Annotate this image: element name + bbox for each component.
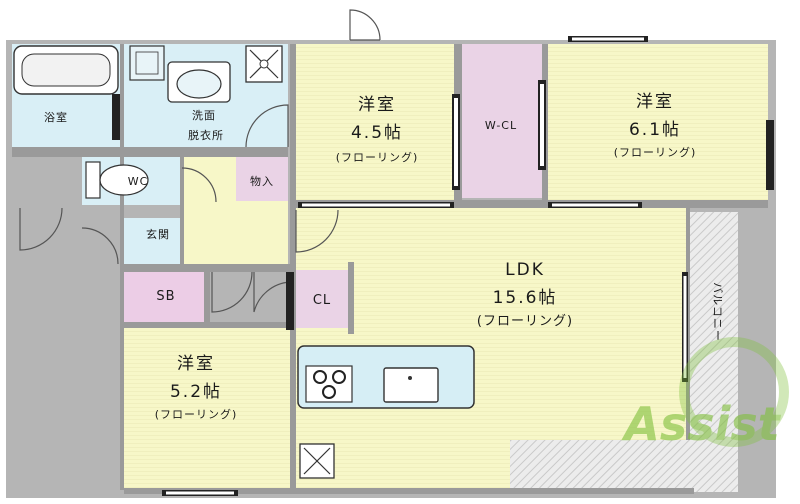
entrance-label: 玄関 [146, 227, 170, 241]
room-4-5-area [296, 44, 454, 202]
room-4-5-name: 洋室 [358, 95, 396, 115]
bathtub-icon [13, 45, 119, 95]
room-6-1-size: 6.1帖 [629, 120, 681, 140]
storage-area [236, 157, 288, 201]
ldk-name: LDK [505, 260, 545, 280]
wcl-area [462, 44, 542, 198]
watermark-text: Assist [621, 397, 782, 451]
balcony-label: バルコニー [711, 282, 724, 342]
storage-label: 物入 [250, 174, 274, 188]
room-5-2-area [124, 328, 290, 490]
ldk-size: 15.6帖 [493, 288, 558, 308]
porch-area [12, 150, 82, 208]
washer-pan-icon [129, 45, 165, 81]
sb-label: SB [156, 289, 175, 304]
balcony-lower-area [510, 440, 738, 492]
cl-area [296, 270, 348, 328]
vent-fan-icon [245, 45, 283, 83]
windows [112, 36, 774, 496]
room-6-1-area [548, 44, 768, 202]
ldk-floor: (フローリング) [477, 314, 573, 329]
kitchen-vent-icon [299, 443, 335, 479]
washroom-label-1: 洗面 [192, 109, 216, 122]
wcl-label: W-CL [485, 119, 517, 132]
toilet-icon [85, 161, 149, 199]
wc-label: WC [128, 175, 149, 188]
room-6-1-floor: (フローリング) [614, 145, 697, 159]
cl-label: CL [313, 293, 331, 308]
washbasin-icon [167, 61, 231, 103]
room-5-2-floor: (フローリング) [155, 407, 238, 421]
room-4-5-floor: (フローリング) [336, 150, 419, 164]
sink-icon [383, 367, 439, 403]
washroom-label-2: 脱衣所 [188, 128, 224, 142]
bath-label: 浴室 [44, 110, 68, 124]
entrance-area [124, 218, 180, 268]
room-6-1-name: 洋室 [636, 92, 674, 112]
room-5-2-name: 洋室 [177, 354, 215, 374]
sb-area [124, 272, 204, 322]
door-swings [19, 9, 381, 313]
assist-watermark: Assist [621, 337, 789, 451]
room-5-2-size: 5.2帖 [170, 382, 222, 402]
room-4-5-size: 4.5帖 [351, 123, 403, 143]
stove-icon [305, 365, 353, 403]
